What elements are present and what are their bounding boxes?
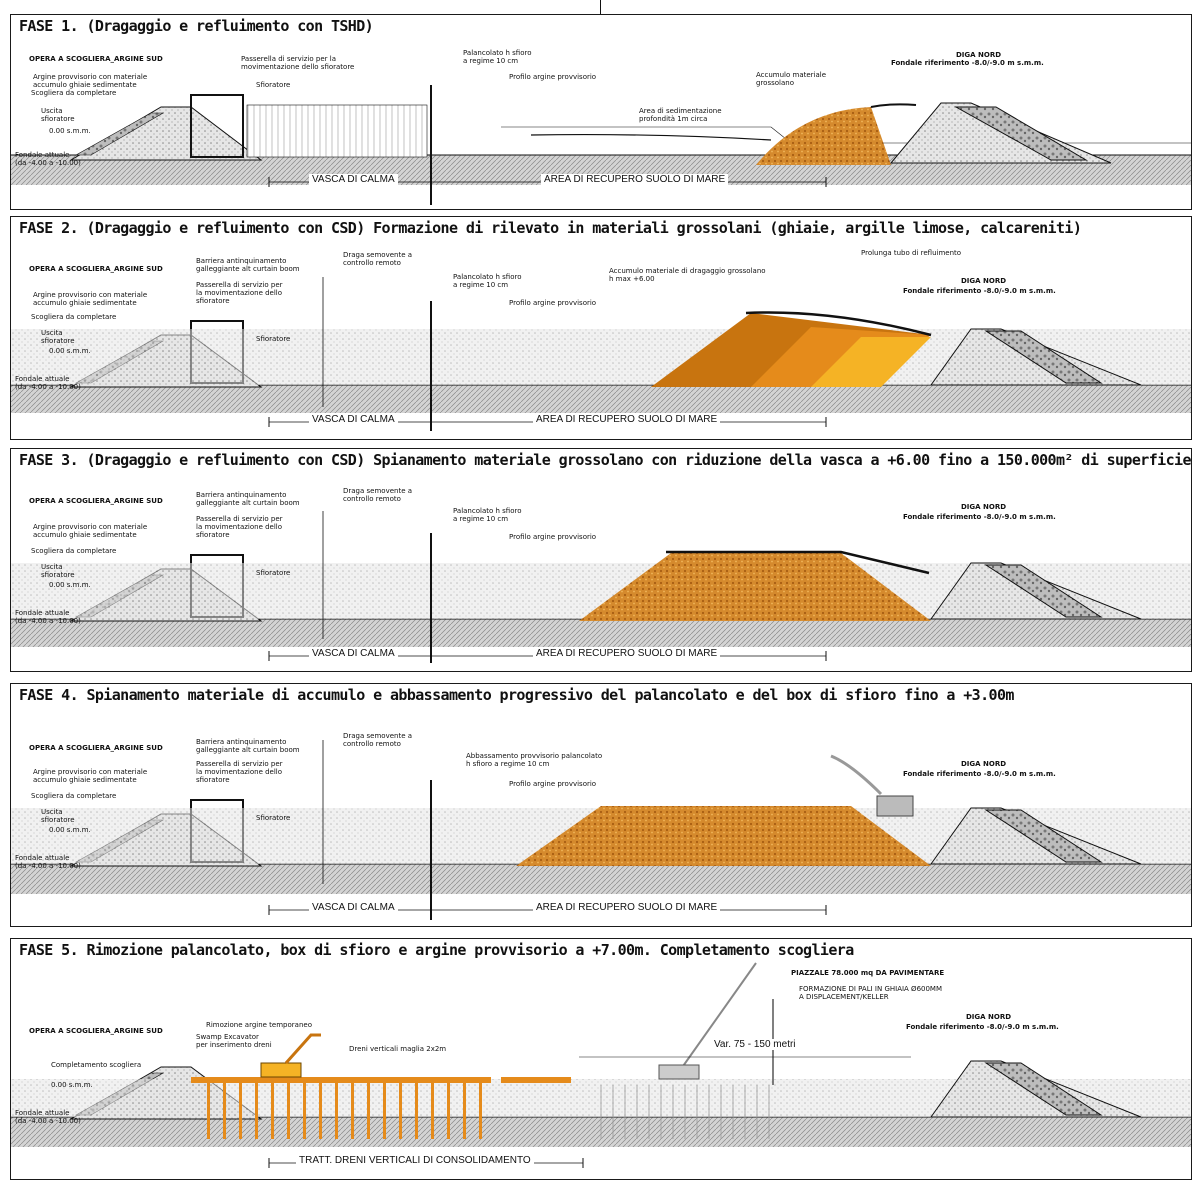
label-profilo: Profilo argine provvisorio [509, 533, 597, 541]
label-fondale: Fondale attuale(da -4.00 a -10.00) [15, 375, 81, 391]
label-area: AREA DI RECUPERO SUOLO DI MARE [533, 648, 721, 659]
label-quota-mare: 0.00 s.m.m. [49, 826, 91, 834]
label-sfioratore: Sfioratore [256, 81, 291, 89]
label-fondale: Fondale attuale(da -4.00 a -10.00) [15, 151, 81, 167]
label-opera-sud: OPERA A SCOGLIERA_ARGINE SUD [29, 744, 163, 752]
label-diga: DIGA NORD [956, 51, 1002, 59]
label-piazzale: PIAZZALE 78.000 mq DA PAVIMENTARE [791, 969, 945, 977]
label-vasca: VASCA DI CALMA [309, 902, 398, 913]
label-diga-sub: Fondale riferimento -8.0/-9.0 m s.m.m. [891, 59, 1044, 67]
label-diga-sub: Fondale riferimento -8.0/-9.0 m s.m.m. [903, 287, 1056, 295]
label-area: AREA DI RECUPERO SUOLO DI MARE [541, 174, 729, 185]
label-completamento: Completamento scogliera [51, 1061, 142, 1069]
label-area: AREA DI RECUPERO SUOLO DI MARE [533, 902, 721, 913]
label-quota-mare: 0.00 s.m.m. [49, 127, 91, 135]
label-scogliera: Scogliera da completare [31, 89, 117, 97]
label-prolunga: Prolunga tubo di refluimento [861, 249, 962, 257]
label-scogliera: Scogliera da completare [31, 313, 117, 321]
label-profilo: Profilo argine provvisorio [509, 299, 597, 307]
label-diga: DIGA NORD [961, 277, 1007, 285]
label-opera-sud: OPERA A SCOGLIERA_ARGINE SUD [29, 497, 163, 505]
label-quota-mare: 0.00 s.m.m. [51, 1081, 93, 1089]
label-quota-mare: 0.00 s.m.m. [49, 347, 91, 355]
label-opera-sud: OPERA A SCOGLIERA_ARGINE SUD [29, 1027, 163, 1035]
panel-title: FASE 2. (Dragaggio e refluimento con CSD… [19, 219, 1082, 237]
panel-fase-1: FASE 1. (Dragaggio e refluimento con TSH… [10, 14, 1192, 210]
label-profilo: Profilo argine provvisorio [509, 780, 597, 788]
label-scogliera: Scogliera da completare [31, 792, 117, 800]
label-rimozione: Rimozione argine temporaneo [206, 1021, 312, 1029]
label-scogliera: Scogliera da completare [31, 547, 117, 555]
label-opera-sud: OPERA A SCOGLIERA_ARGINE SUD [29, 265, 163, 273]
label-area: AREA DI RECUPERO SUOLO DI MARE [533, 414, 721, 425]
label-fondale: Fondale attuale(da -4.00 a -10.00) [15, 609, 81, 625]
panel-fase-2: FASE 2. (Dragaggio e refluimento con CSD… [10, 216, 1192, 440]
top-axis-line [600, 0, 601, 20]
panel-title: FASE 4. Spianamento materiale di accumul… [19, 686, 1014, 704]
panel-fase-3: FASE 3. (Dragaggio e refluimento con CSD… [10, 448, 1192, 672]
label-quota-mare: 0.00 s.m.m. [49, 581, 91, 589]
label-accumulo: Accumulo materiale di dragaggio grossola… [609, 267, 766, 283]
label-sfioratore: Sfioratore [256, 569, 291, 577]
section-drawing [11, 85, 1191, 205]
panel-fase-4: FASE 4. Spianamento materiale di accumul… [10, 683, 1192, 927]
panel-title: FASE 5. Rimozione palancolato, box di sf… [19, 941, 854, 959]
label-sfioratore: Sfioratore [256, 335, 291, 343]
label-tratt: TRATT. DRENI VERTICALI DI CONSOLIDAMENTO [296, 1155, 534, 1166]
label-vasca: VASCA DI CALMA [309, 648, 398, 659]
section-drawing [11, 511, 1191, 663]
label-opera-sud: OPERA A SCOGLIERA_ARGINE SUD [29, 55, 163, 63]
label-fondale: Fondale attuale(da -4.00 a -10.00) [15, 854, 81, 870]
label-var: Var. 75 - 150 metri [711, 1039, 799, 1050]
label-diga-sub: Fondale riferimento -8.0/-9.0 m s.m.m. [906, 1023, 1059, 1031]
label-sfioratore: Sfioratore [256, 814, 291, 822]
label-vasca: VASCA DI CALMA [309, 174, 398, 185]
label-diga-sub: Fondale riferimento -8.0/-9.0 m s.m.m. [903, 513, 1056, 521]
label-dreni: Dreni verticali maglia 2x2m [349, 1045, 447, 1053]
label-diga: DIGA NORD [961, 503, 1007, 511]
panel-fase-5: FASE 5. Rimozione palancolato, box di sf… [10, 938, 1192, 1180]
label-diga-sub: Fondale riferimento -8.0/-9.0 m s.m.m. [903, 770, 1056, 778]
label-vasca: VASCA DI CALMA [309, 414, 398, 425]
label-fondale: Fondale attuale(da -4.00 a -10.00) [15, 1109, 81, 1125]
panel-title: FASE 3. (Dragaggio e refluimento con CSD… [19, 451, 1191, 469]
label-diga: DIGA NORD [966, 1013, 1012, 1021]
label-diga: DIGA NORD [961, 760, 1007, 768]
panel-title: FASE 1. (Dragaggio e refluimento con TSH… [19, 17, 374, 35]
section-drawing [11, 962, 1191, 1168]
section-drawing [11, 740, 1191, 920]
section-drawing [11, 277, 1191, 431]
label-profilo: Profilo argine provvisorio [509, 73, 597, 81]
